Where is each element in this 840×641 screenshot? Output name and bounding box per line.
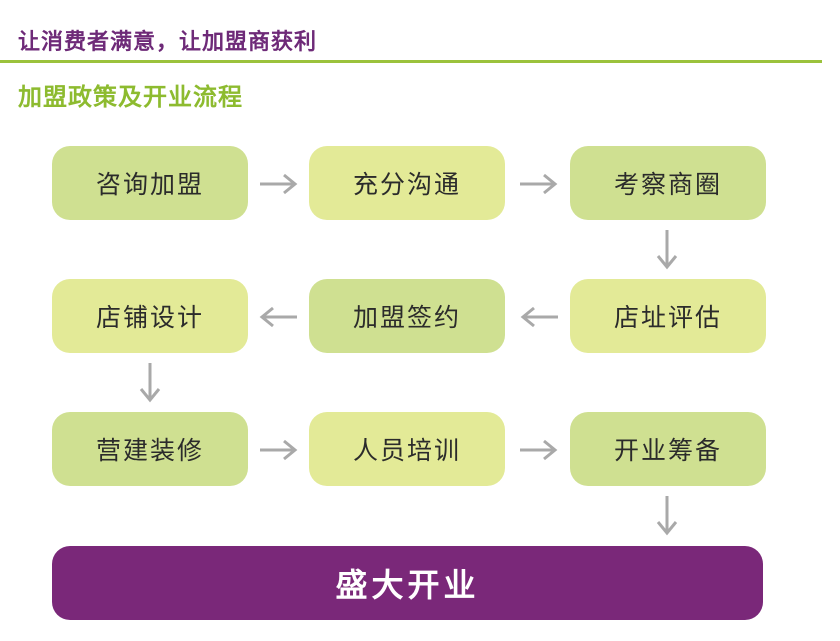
- step-construction: 营建装修: [52, 412, 248, 486]
- header-title: 让消费者满意，让加盟商获利: [18, 30, 318, 55]
- step-store-design: 店铺设计: [52, 279, 248, 353]
- step-survey-area: 考察商圈: [570, 146, 766, 220]
- step-communicate: 充分沟通: [309, 146, 505, 220]
- arrow-left-icon: [520, 305, 560, 329]
- step-staff-training: 人员培训: [309, 412, 505, 486]
- final-step-grand-opening: 盛大开业: [52, 546, 763, 620]
- arrow-right-icon: [258, 172, 298, 196]
- arrow-left-icon: [259, 305, 299, 329]
- step-sign-contract: 加盟签约: [309, 279, 505, 353]
- section-subtitle: 加盟政策及开业流程: [18, 83, 243, 111]
- arrow-down-icon: [655, 494, 679, 536]
- header-divider: [0, 60, 822, 63]
- step-opening-prep: 开业筹备: [570, 412, 766, 486]
- arrow-right-icon: [518, 172, 558, 196]
- step-consult: 咨询加盟: [52, 146, 248, 220]
- arrow-down-icon: [655, 228, 679, 270]
- arrow-down-icon: [138, 361, 162, 403]
- arrow-right-icon: [258, 438, 298, 462]
- step-site-evaluation: 店址评估: [570, 279, 766, 353]
- arrow-right-icon: [518, 438, 558, 462]
